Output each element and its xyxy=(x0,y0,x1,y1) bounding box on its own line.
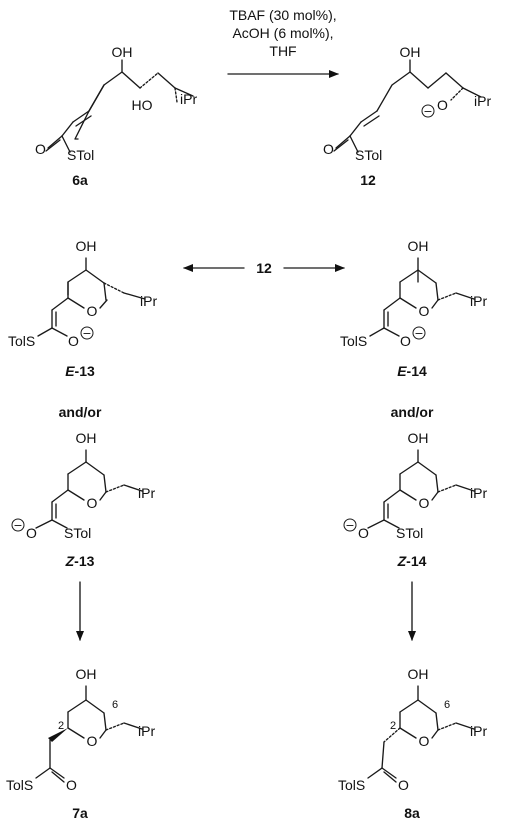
minus-e14: − xyxy=(414,327,423,340)
oh-e13: OH xyxy=(76,238,97,254)
anion-charge-e14 xyxy=(412,326,426,340)
ipr-e14: iPr xyxy=(470,293,487,309)
structure-z14: OH O iPr − O STol xyxy=(343,430,487,541)
label-z13: Z-13 xyxy=(65,553,95,569)
ring-o-7a: O xyxy=(87,733,98,749)
oh-8a: OH xyxy=(408,666,429,682)
minus-z14: − xyxy=(345,519,354,532)
structure-12: OH − O iPr O STol xyxy=(323,44,491,163)
ring-o-e13: O xyxy=(87,303,98,319)
minus-12: − xyxy=(423,105,432,118)
reagent-line-1: TBAF (30 mol%), xyxy=(229,7,336,23)
minus-e13: − xyxy=(82,327,91,340)
oh-12: OH xyxy=(400,44,421,60)
carbonyl-o-6a: O xyxy=(35,141,46,157)
structure-6a: OH HO iPr O STol xyxy=(35,44,197,163)
anion-charge-12 xyxy=(421,104,435,118)
carbonyl-o-12: O xyxy=(323,141,334,157)
label-8a: 8a xyxy=(404,805,420,821)
enolate-o-e14: O xyxy=(400,333,411,349)
ring-o-z14: O xyxy=(419,495,430,511)
minus-z13: − xyxy=(13,519,22,532)
ring-o-8a: O xyxy=(419,733,430,749)
alkoxide-o-12: O xyxy=(437,97,448,113)
structure-z13: OH O iPr − O STol xyxy=(11,430,155,541)
enolate-o-e13: O xyxy=(68,333,79,349)
andor-right: and/or xyxy=(391,404,434,420)
enolate-o-z13: O xyxy=(26,525,37,541)
andor-left: and/or xyxy=(59,404,102,420)
label-12-center: 12 xyxy=(256,260,272,276)
ipr-z13: iPr xyxy=(138,485,155,501)
ipr-7a: iPr xyxy=(138,723,155,739)
anion-charge-e13 xyxy=(80,326,94,340)
label-e13: E-13 xyxy=(65,363,95,379)
label-6a: 6a xyxy=(72,172,88,188)
reagent-line-3: THF xyxy=(269,43,296,59)
tols-e13: TolS xyxy=(8,333,35,349)
ring-o-e14: O xyxy=(419,303,430,319)
ipr-e13: iPr xyxy=(140,293,157,309)
pos6-8a: 6 xyxy=(444,699,450,711)
label-7a: 7a xyxy=(72,805,88,821)
structure-7a: OH 2 6 O iPr TolS O xyxy=(6,666,155,793)
stol-12: STol xyxy=(355,147,382,163)
label-e14: E-14 xyxy=(397,363,427,379)
ipr-8a: iPr xyxy=(470,723,487,739)
carbonyl-o-7a: O xyxy=(66,777,77,793)
tols-e14: TolS xyxy=(340,333,367,349)
anion-charge-z13 xyxy=(11,518,25,532)
pos6-7a: 6 xyxy=(112,699,118,711)
oh-7a: OH xyxy=(76,666,97,682)
label-z14: Z-14 xyxy=(397,553,427,569)
oh-e14: OH xyxy=(408,238,429,254)
carbonyl-o-8a: O xyxy=(398,777,409,793)
tols-7a: TolS xyxy=(6,777,33,793)
ipr-12: iPr xyxy=(474,93,491,109)
structure-8a: OH 2 6 O iPr TolS O xyxy=(338,666,487,793)
tols-8a: TolS xyxy=(338,777,365,793)
ring-o-z13: O xyxy=(87,495,98,511)
pos2-7a: 2 xyxy=(58,720,64,732)
stol-z14: STol xyxy=(396,525,423,541)
stol-6a: STol xyxy=(67,147,94,163)
stol-z13: STol xyxy=(64,525,91,541)
ipr-z14: iPr xyxy=(470,485,487,501)
oh-z13: OH xyxy=(76,430,97,446)
oh-6a-top: OH xyxy=(112,44,133,60)
ho-6a: HO xyxy=(132,97,153,113)
down-arrows xyxy=(76,581,416,641)
structure-e14: OH O iPr TolS O − xyxy=(340,238,487,349)
anion-charge-z14 xyxy=(343,518,357,532)
pos2-8a: 2 xyxy=(390,720,396,732)
ipr-6a: iPr xyxy=(180,91,197,107)
oh-z14: OH xyxy=(408,430,429,446)
reagent-line-2: AcOH (6 mol%), xyxy=(232,25,333,41)
label-12: 12 xyxy=(360,172,376,188)
enolate-o-z14: O xyxy=(358,525,369,541)
structure-e13: OH O iPr TolS O − xyxy=(8,238,157,349)
